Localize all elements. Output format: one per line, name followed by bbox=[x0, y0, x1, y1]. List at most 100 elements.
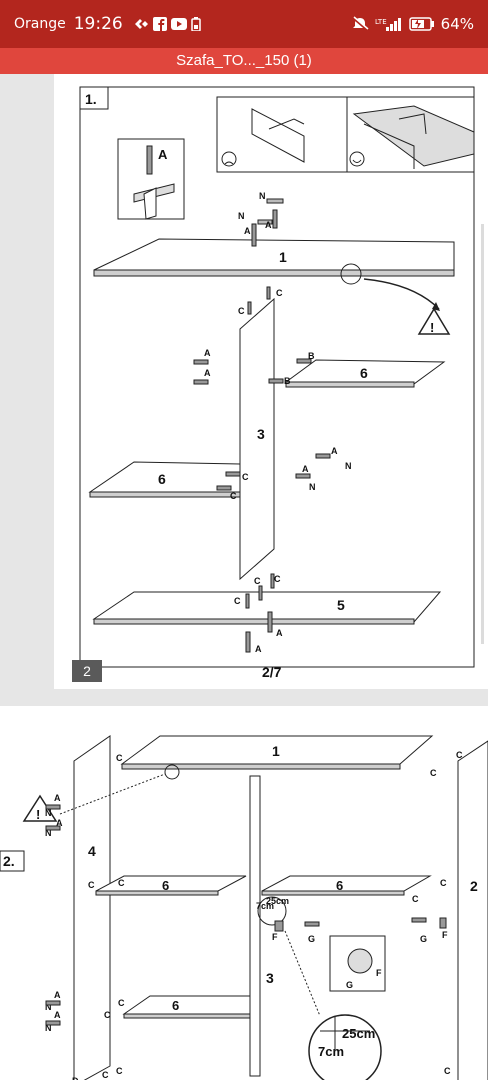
part-label-5: 5 bbox=[337, 597, 345, 613]
part-3-middle: 3 bbox=[249, 775, 274, 1077]
battery-percent: 64% bbox=[440, 15, 474, 33]
svg-text:G: G bbox=[308, 934, 315, 944]
svg-text:A: A bbox=[204, 348, 211, 358]
assembly-step-2-diagram: 2. 4 2 1 ! bbox=[0, 735, 488, 1080]
svg-text:C: C bbox=[102, 1070, 109, 1080]
svg-text:A: A bbox=[56, 818, 63, 828]
svg-text:B: B bbox=[284, 376, 291, 386]
shelf-6-lower-left: 6 bbox=[122, 995, 251, 1019]
svg-text:C: C bbox=[118, 998, 125, 1008]
part-3-vertical-panel: 3 C C A A bbox=[193, 286, 283, 581]
part-6-right-shelf: 6 B B bbox=[268, 351, 446, 388]
svg-text:A: A bbox=[244, 226, 251, 236]
svg-text:A: A bbox=[204, 368, 211, 378]
svg-text:6: 6 bbox=[162, 878, 169, 893]
svg-text:A: A bbox=[54, 990, 61, 1000]
svg-text:C: C bbox=[430, 768, 437, 778]
svg-text:B: B bbox=[308, 351, 315, 361]
battery-icon bbox=[408, 17, 435, 31]
svg-text:C: C bbox=[274, 574, 281, 584]
battery-saver-icon bbox=[190, 17, 201, 31]
svg-text:C: C bbox=[242, 472, 249, 482]
step-number-1: 1. bbox=[85, 91, 97, 107]
carrier-name: Orange bbox=[14, 16, 66, 32]
svg-text:C: C bbox=[234, 596, 241, 606]
svg-text:N: N bbox=[45, 1002, 52, 1012]
svg-text:C: C bbox=[238, 306, 245, 316]
step-number-2: 2. bbox=[3, 853, 15, 869]
svg-text:C: C bbox=[412, 894, 419, 904]
part-label-6b: 6 bbox=[158, 471, 166, 487]
signal-icon: LTE bbox=[375, 16, 403, 32]
svg-text:!: ! bbox=[36, 807, 40, 822]
part-label-3-p2: 3 bbox=[266, 970, 274, 986]
vpn-icon bbox=[133, 17, 149, 31]
part-2-right-side: 2 bbox=[457, 740, 488, 1080]
svg-text:N: N bbox=[45, 828, 52, 838]
current-page-badge[interactable]: 2 bbox=[72, 660, 102, 682]
document-title: Szafa_TO..._150 (1) bbox=[0, 48, 488, 74]
part-1-top: 1 ! bbox=[22, 735, 434, 822]
svg-text:7cm: 7cm bbox=[256, 901, 274, 911]
svg-text:A: A bbox=[54, 1010, 61, 1020]
part-label-4: 4 bbox=[88, 843, 96, 859]
page-3[interactable]: 2. 4 2 1 ! bbox=[0, 706, 488, 1080]
svg-text:A: A bbox=[265, 220, 272, 230]
svg-text:C: C bbox=[104, 1010, 111, 1020]
svg-text:C: C bbox=[230, 491, 237, 501]
svg-text:25cm: 25cm bbox=[342, 1026, 375, 1041]
svg-text:F: F bbox=[442, 930, 448, 940]
svg-text:N: N bbox=[45, 1023, 52, 1033]
svg-text:6: 6 bbox=[172, 998, 179, 1013]
svg-text:A: A bbox=[54, 793, 61, 803]
svg-text:6: 6 bbox=[336, 878, 343, 893]
svg-text:C: C bbox=[440, 878, 447, 888]
shelf-6-upper-right: 6 bbox=[261, 875, 432, 896]
svg-text:C: C bbox=[116, 753, 123, 763]
part-label-6a: 6 bbox=[360, 365, 368, 381]
page-indicator: 2/7 bbox=[262, 664, 282, 680]
assembly-step-1-diagram: 1. A bbox=[79, 86, 475, 668]
svg-text:F: F bbox=[272, 932, 278, 942]
svg-text:N: N bbox=[45, 808, 52, 818]
svg-text:7cm: 7cm bbox=[318, 1044, 344, 1059]
mute-icon bbox=[351, 16, 369, 32]
svg-text:C: C bbox=[118, 878, 125, 888]
svg-text:25cm: 25cm bbox=[266, 896, 289, 906]
label-a: A bbox=[158, 147, 168, 162]
screw-detail-inset: A bbox=[133, 145, 175, 220]
wrong-install-inset bbox=[221, 108, 305, 167]
part-label-2: 2 bbox=[470, 878, 478, 894]
part-label-1: 1 bbox=[279, 249, 287, 265]
svg-text:N: N bbox=[259, 191, 266, 201]
svg-text:D: D bbox=[72, 1076, 79, 1080]
svg-text:A: A bbox=[302, 464, 309, 474]
svg-text:C: C bbox=[116, 1066, 123, 1076]
page-scroll-track[interactable] bbox=[481, 224, 484, 644]
svg-text:A: A bbox=[276, 628, 283, 638]
svg-text:N: N bbox=[309, 482, 316, 492]
svg-text:G: G bbox=[420, 934, 427, 944]
pdf-viewer[interactable]: 1. A bbox=[0, 74, 488, 1080]
network-type: LTE bbox=[375, 18, 387, 26]
svg-text:C: C bbox=[456, 750, 463, 760]
svg-text:C: C bbox=[276, 288, 283, 298]
svg-text:A: A bbox=[255, 644, 262, 654]
shelf-6-upper-left: 6 bbox=[95, 875, 247, 896]
correct-install-inset bbox=[349, 105, 475, 169]
part-6-left-shelf: 6 C C A N N A bbox=[88, 446, 352, 501]
youtube-icon bbox=[170, 18, 187, 30]
page-2[interactable]: 1. A bbox=[54, 74, 488, 689]
screws-top: A A N N bbox=[238, 191, 284, 247]
svg-text:C: C bbox=[88, 880, 95, 890]
svg-text:G: G bbox=[346, 980, 353, 990]
part-5-bottom-panel: 5 C C C A A bbox=[92, 573, 442, 654]
status-bar: Orange 19:26 LTE bbox=[0, 0, 488, 48]
facebook-icon bbox=[152, 17, 167, 31]
part-label-1-p2: 1 bbox=[272, 743, 280, 759]
bracket-detail: 7cm 25cm F G F G G F 7cm 25cm bbox=[256, 896, 448, 1080]
svg-text:!: ! bbox=[430, 320, 434, 335]
svg-text:C: C bbox=[254, 576, 261, 586]
right-fixings: C C C C C bbox=[412, 750, 463, 1076]
part-label-3: 3 bbox=[257, 426, 265, 442]
